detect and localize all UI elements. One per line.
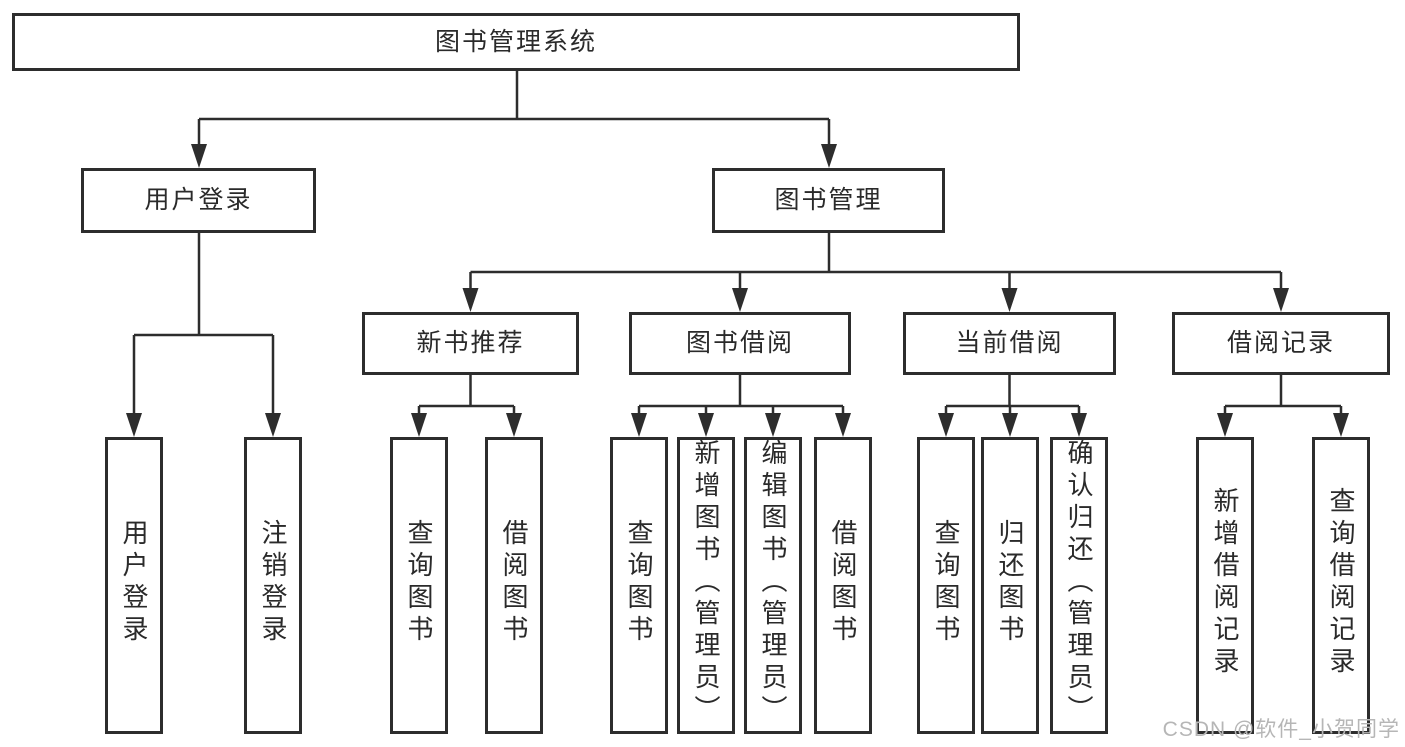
- node-label: 新书推荐: [416, 329, 525, 357]
- leaf-query-books-current: 查询图书: [917, 437, 975, 734]
- leaf-edit-book-admin: 编辑图书（管理员）: [744, 437, 802, 734]
- leaf-label: 归还图书: [995, 518, 1025, 647]
- leaf-logout-login: 注销登录: [244, 437, 302, 734]
- leaf-label: 新增借阅记录: [1210, 486, 1240, 679]
- leaf-label: 借阅图书: [828, 518, 858, 647]
- leaf-borrow-books-recommend: 借阅图书: [485, 437, 543, 734]
- node-library-system: 图书管理系统: [12, 13, 1020, 71]
- leaf-confirm-return-admin: 确认归还（管理员）: [1050, 437, 1108, 734]
- leaf-label: 查询图书: [624, 518, 654, 647]
- leaf-label: 注销登录: [258, 518, 288, 647]
- leaf-label: 查询借阅记录: [1326, 486, 1356, 679]
- node-label: 图书借阅: [685, 329, 794, 357]
- leaf-label: 查询图书: [404, 518, 434, 647]
- node-label: 图书管理系统: [434, 27, 597, 56]
- leaf-add-book-admin: 新增图书（管理员）: [677, 437, 735, 734]
- leaf-label: 查询图书: [931, 518, 961, 647]
- node-book-management: 图书管理: [712, 168, 945, 233]
- leaf-query-books-borrowing: 查询图书: [610, 437, 668, 734]
- node-book-borrowing: 图书借阅: [629, 312, 851, 375]
- node-new-book-recommend: 新书推荐: [362, 312, 579, 375]
- leaf-query-borrow-record: 查询借阅记录: [1312, 437, 1370, 734]
- node-label: 用户登录: [144, 186, 253, 214]
- leaf-borrow-books-borrowing: 借阅图书: [814, 437, 872, 734]
- node-label: 图书管理: [774, 186, 883, 214]
- csdn-watermark: CSDN @软件_小贺同学: [1162, 718, 1400, 741]
- node-current-borrowing: 当前借阅: [903, 312, 1116, 375]
- leaf-return-books: 归还图书: [981, 437, 1039, 734]
- node-label: 当前借阅: [955, 329, 1064, 357]
- leaf-label: 用户登录: [119, 518, 149, 647]
- leaf-label: 借阅图书: [499, 518, 529, 647]
- node-label: 借阅记录: [1226, 329, 1335, 357]
- leaf-label: 确认归还（管理员）: [1064, 438, 1094, 727]
- connector-arrowheads: [126, 144, 1349, 437]
- node-user-login: 用户登录: [81, 168, 316, 233]
- leaf-label: 新增图书（管理员）: [691, 438, 721, 727]
- connector-lines: [132, 71, 1343, 417]
- leaf-query-books-recommend: 查询图书: [390, 437, 448, 734]
- leaf-user-login: 用户登录: [105, 437, 163, 734]
- node-borrowing-records: 借阅记录: [1172, 312, 1390, 375]
- leaf-add-borrow-record: 新增借阅记录: [1196, 437, 1254, 734]
- leaf-label: 编辑图书（管理员）: [758, 438, 788, 727]
